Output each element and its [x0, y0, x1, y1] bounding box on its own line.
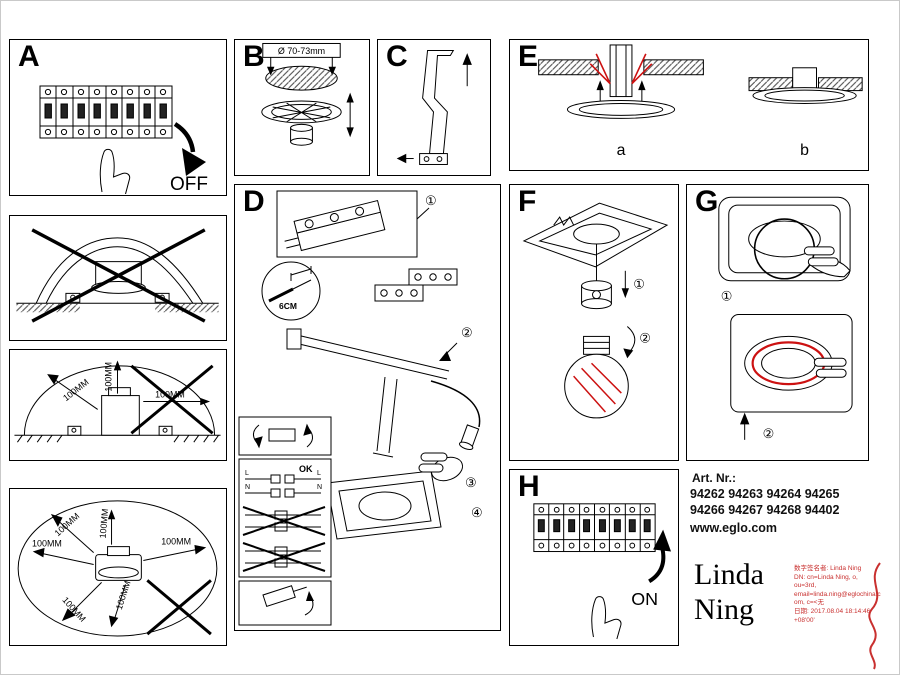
panel-h-label: H: [518, 470, 540, 503]
lamp-face-marks: [573, 362, 622, 413]
panel-fit-ring: G ① ②: [686, 184, 869, 461]
signature-line: email=linda.ning@eglochina.c: [794, 590, 881, 598]
step-3-label: ③: [465, 475, 477, 490]
signer-last-name: Ning: [694, 593, 754, 626]
sub-figure-a-label: a: [617, 142, 626, 159]
off-arrow: [173, 122, 196, 153]
step-1-label: ①: [721, 289, 733, 304]
line-l-label: L: [317, 470, 321, 477]
distance-label: 100MM: [155, 390, 185, 400]
signature-line: DN: cn=Linda Ning, o,: [794, 573, 858, 581]
website-url: www.eglo.com: [690, 521, 778, 535]
panel-f-label: F: [518, 185, 537, 218]
lamp-face: [564, 353, 629, 419]
hole-diameter-label: Ø 70-73mm: [278, 46, 325, 56]
panel-spring-install: E a b: [509, 39, 869, 171]
signature-line: om, c=<无: [794, 599, 824, 607]
line-l-label: L: [245, 470, 249, 477]
breaker-toggles: [537, 519, 651, 533]
wire-strip-length-label: 6CM: [279, 301, 297, 311]
fit-ring-illustration: ① ②: [718, 196, 853, 441]
prohibition-cross: [31, 228, 206, 323]
prohibition-cross: [130, 364, 214, 435]
sub-figure-b-label: b: [800, 142, 809, 159]
panel-power-on: H ON: [509, 469, 679, 646]
wiring-detail-boxes: [238, 416, 332, 626]
panel-wrong-surface: [9, 215, 227, 341]
panel-a-label: A: [18, 40, 40, 73]
breaker-off-illustration: OFF: [39, 85, 208, 194]
terminal-pieces: [374, 268, 458, 302]
article-number-label: Art. Nr.:: [692, 471, 737, 485]
step-1-label: ①: [425, 193, 437, 208]
pointing-finger: [591, 596, 622, 640]
on-label: ON: [631, 589, 658, 609]
hand: [813, 357, 847, 378]
breaker-toggles: [44, 103, 167, 119]
cut-hole-illustration: Ø 70-73mm: [261, 42, 354, 146]
panel-power-off: A OFF: [9, 39, 227, 196]
distance-label: 100MM: [32, 539, 62, 549]
terminal-block: [284, 199, 386, 252]
signature-line: +08'00': [794, 616, 815, 624]
spring-clips: [589, 53, 653, 85]
step-1-label: ①: [633, 277, 645, 292]
panel-c-label: C: [386, 40, 408, 73]
clearance-dome-illustration: 100MM 100MM 100MM: [14, 360, 221, 443]
step-2-label: ②: [639, 330, 651, 345]
wrong-surface-illustration: [16, 228, 219, 323]
mounting-arm: [286, 328, 450, 458]
step-2-label: ②: [763, 426, 775, 441]
bracket-illustration: [396, 50, 472, 165]
signature-squiggle: [868, 562, 881, 670]
panel-g-label: G: [695, 185, 719, 218]
hand: [418, 452, 463, 482]
panel-e-label: E: [518, 40, 539, 73]
breaker-on-illustration: ON: [533, 503, 672, 640]
article-numbers-line1: 94262 94263 94264 94265: [690, 487, 840, 501]
breaker-strip: [39, 85, 173, 139]
signature-line: ou=3rd,: [794, 582, 817, 590]
panel-insert-lamp: F ① ②: [509, 184, 679, 461]
distance-label: 100MM: [161, 537, 191, 547]
panel-cut-hole: B Ø 70-73mm: [234, 39, 370, 176]
prohibition-cross: [146, 579, 212, 636]
line-n-label: N: [317, 484, 322, 491]
distance-label: 100MM: [104, 362, 114, 392]
step-2-label: ②: [461, 325, 473, 340]
signature-line: 日期: 2017.08.04 18:14:46: [794, 607, 871, 615]
signer-name: Linda Ning: [694, 557, 764, 627]
panel-wiring-assembly: D ① 6CM: [234, 184, 501, 631]
signer-first-name: Linda: [694, 558, 764, 591]
off-label: OFF: [170, 174, 208, 194]
distance-label: 100MM: [114, 579, 133, 610]
ok-label: OK: [299, 464, 313, 474]
line-n-label: N: [245, 484, 250, 491]
clearance-around-illustration: 100MM 100MM 100MM 100MM 100MM 100MM: [17, 500, 218, 637]
footer: Art. Nr.: 94262 94263 94264 94265 94266 …: [686, 467, 898, 673]
digital-signature-block: 数字签名者: Linda Ning DN: cn=Linda Ning, o, …: [794, 565, 882, 625]
lamp-connector: [459, 424, 480, 450]
signature-line: 数字签名者: Linda Ning: [794, 565, 862, 572]
distance-label: 100MM: [98, 508, 111, 539]
wiring-assembly-illustration: ① 6CM ②: [238, 190, 483, 626]
distance-label: 100MM: [61, 377, 91, 403]
panel-bracket: C: [377, 39, 491, 176]
panel-d-label: D: [243, 185, 265, 218]
insert-lamp-illustration: ① ②: [522, 202, 669, 419]
hand: [803, 246, 851, 278]
panel-clearance-around: 100MM 100MM 100MM 100MM 100MM 100MM: [9, 488, 227, 646]
step-4-label: ④: [471, 505, 483, 520]
pointing-finger: [99, 148, 131, 194]
panel-b-label: B: [243, 40, 265, 73]
panel-clearance-dome: 100MM 100MM 100MM: [9, 349, 227, 461]
spring-install-illustration: a b: [538, 44, 863, 159]
trim-frame: [326, 470, 442, 540]
article-numbers-line2: 94266 94267 94268 94402: [690, 503, 840, 517]
